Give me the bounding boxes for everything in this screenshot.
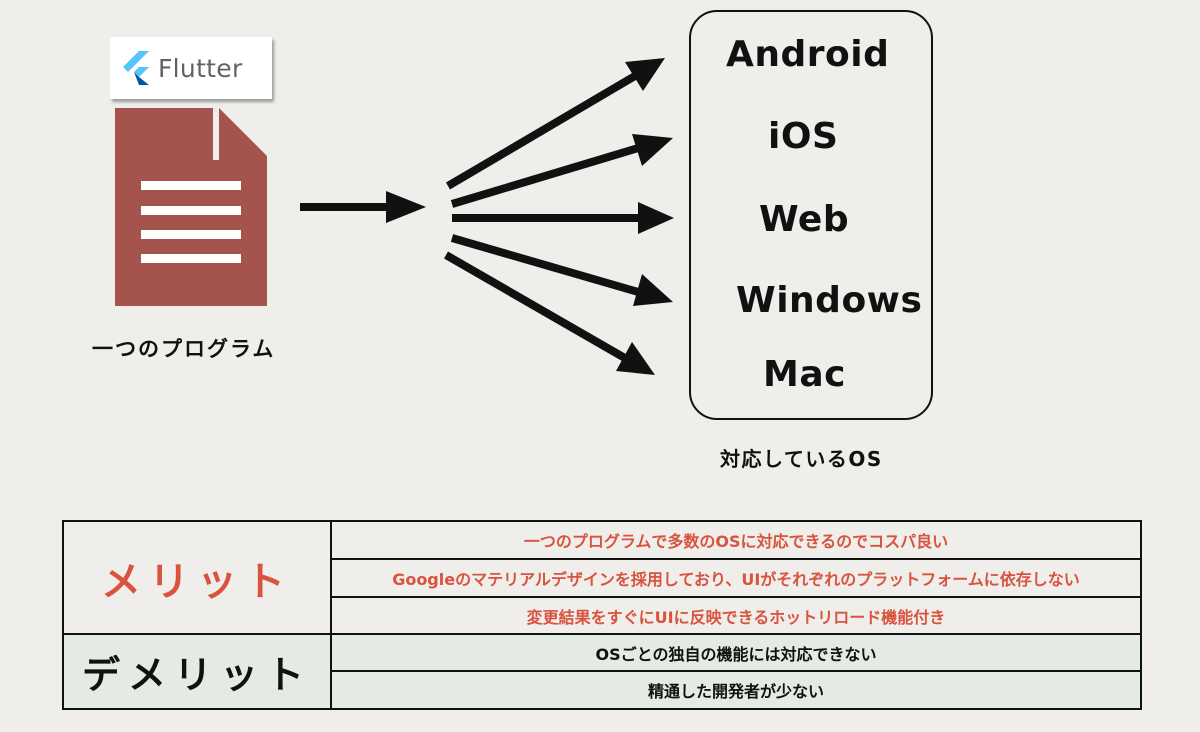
demerit-header: デメリット (64, 635, 332, 708)
merit-row: Googleのマテリアルデザインを採用しており、UIがそれぞれのプラットフォーム… (332, 560, 1140, 598)
os-item-windows: Windows (736, 280, 923, 321)
flutter-logo-badge: Flutter (110, 37, 272, 99)
merit-row: 一つのプログラムで多数のOSに対応できるのでコスパ良い (332, 522, 1140, 560)
os-item-ios: iOS (768, 116, 839, 157)
arrow-to-mac (444, 251, 655, 375)
supported-os-label: 対応しているOS (720, 447, 883, 471)
merit-header: メリット (64, 522, 332, 635)
arrow-to-android (445, 58, 665, 190)
main-arrow (300, 191, 426, 223)
os-item-web: Web (759, 199, 850, 240)
flutter-logo-icon (123, 51, 149, 85)
demerit-row: OSごとの独自の機能には対応できない (332, 635, 1140, 672)
merit-row: 変更結果をすぐにUIに反映できるホットリロード機能付き (332, 598, 1140, 635)
os-list-box (689, 10, 933, 420)
program-label: 一つのプログラム (92, 337, 276, 361)
arrow-to-ios (450, 134, 673, 208)
arrow-to-windows (450, 234, 673, 306)
document-icon (115, 108, 267, 306)
merit-demerit-table: メリット デメリット 一つのプログラムで多数のOSに対応できるのでコスパ良い G… (62, 520, 1142, 710)
arrow-to-web (452, 202, 674, 234)
os-item-android: Android (726, 34, 890, 75)
flutter-logo-text: Flutter (158, 53, 243, 83)
os-item-mac: Mac (763, 354, 846, 395)
demerit-row: 精通した開発者が少ない (332, 672, 1140, 708)
